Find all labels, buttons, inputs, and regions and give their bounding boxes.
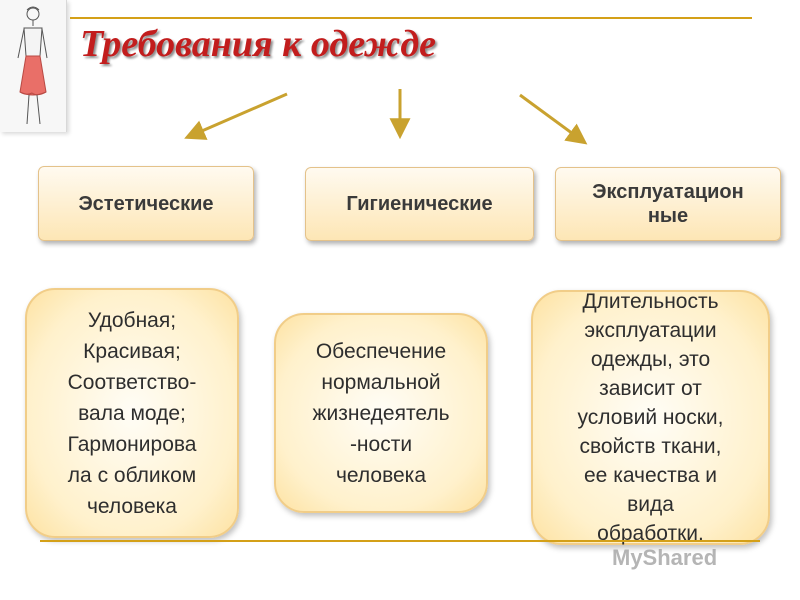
category-operational: Эксплуатацион ные (555, 167, 781, 241)
category-hygienic-label: Гигиенические (346, 192, 492, 216)
category-operational-label: Эксплуатацион ные (592, 180, 743, 228)
arrow-left (188, 94, 287, 137)
detail-aesthetic-text: Удобная; Красивая; Соответство- вала мод… (68, 305, 197, 522)
arrow-right (520, 95, 584, 142)
watermark: MyShared (612, 545, 717, 571)
watermark-text: MyShared (612, 545, 717, 570)
category-aesthetic: Эстетические (38, 166, 254, 241)
bottom-rule (40, 540, 760, 542)
detail-operational: Длительность эксплуатации одежды, это за… (531, 290, 770, 545)
detail-hygienic-text: Обеспечение нормальной жизнедеятель -нос… (312, 336, 449, 491)
category-aesthetic-label: Эстетические (78, 192, 213, 216)
detail-operational-text: Длительность эксплуатации одежды, это за… (578, 287, 724, 548)
category-hygienic: Гигиенические (305, 167, 534, 241)
detail-hygienic: Обеспечение нормальной жизнедеятель -нос… (274, 313, 488, 513)
detail-aesthetic: Удобная; Красивая; Соответство- вала мод… (25, 288, 239, 538)
